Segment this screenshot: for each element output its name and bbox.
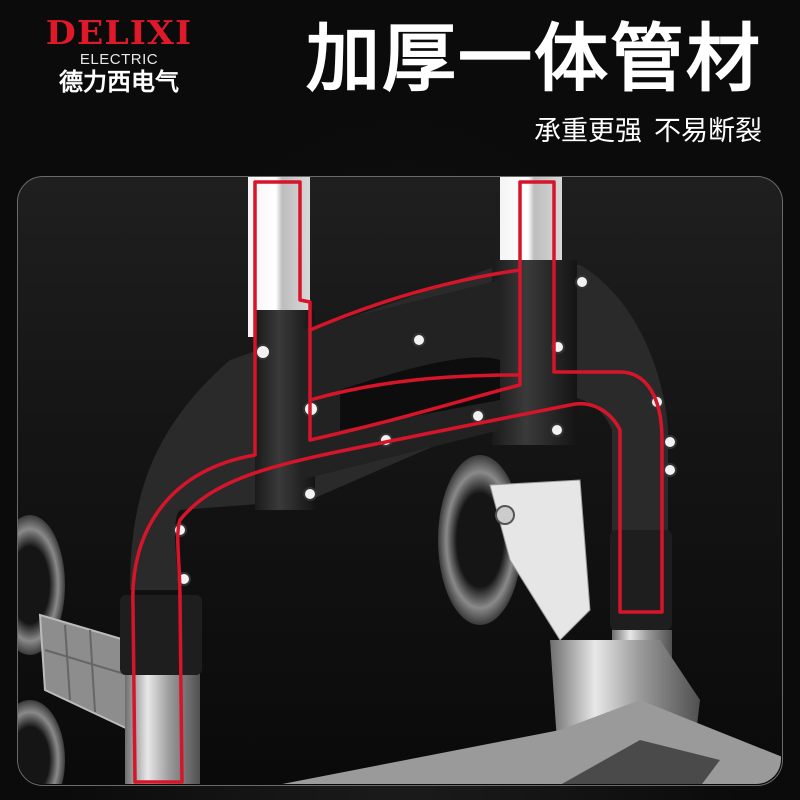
brand-chinese-name: 德力西电气 — [59, 68, 179, 96]
wheel-bracket — [489, 479, 591, 641]
tagline-part2: 不易断裂 — [654, 116, 762, 147]
base-plate — [200, 700, 781, 784]
headline: 加厚一体管材 — [306, 16, 762, 102]
tagline-part1: 承重更强 — [534, 116, 642, 147]
left-lower-tube — [125, 670, 200, 784]
tagline: 承重更强不易断裂 — [534, 112, 762, 152]
tube-highlight-outline — [131, 180, 664, 784]
brand-logo: DELIXI ELECTRIC 德力西电气 — [44, 16, 194, 97]
brand-name: DELIXI — [45, 13, 193, 52]
screw-icons — [173, 275, 677, 619]
right-handle-tube — [500, 177, 562, 269]
brand-subtitle: ELECTRIC — [79, 51, 159, 68]
